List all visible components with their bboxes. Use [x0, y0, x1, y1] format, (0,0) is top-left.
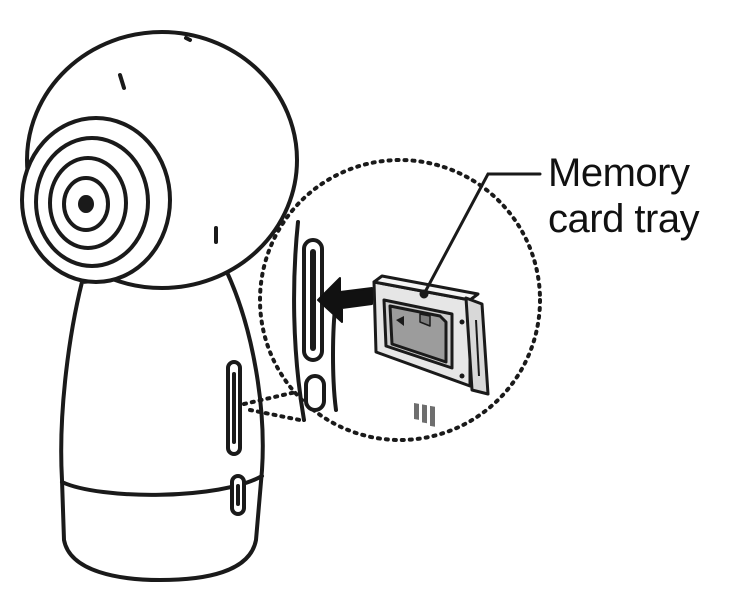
tray-pin-hole: [460, 320, 465, 325]
lens-center-icon: [80, 197, 92, 211]
body-card-slot-inner: [232, 372, 236, 444]
callout-line-2: card tray: [548, 196, 728, 242]
head-mark-right: [186, 38, 190, 40]
body-port-inner: [236, 484, 240, 506]
tray-pin-hole-2: [460, 374, 465, 379]
camera-illustration: [22, 32, 297, 580]
zoomed-port: [306, 376, 324, 410]
callout-line-1: Memory: [548, 150, 728, 196]
callout-label: Memory card tray: [548, 150, 728, 242]
